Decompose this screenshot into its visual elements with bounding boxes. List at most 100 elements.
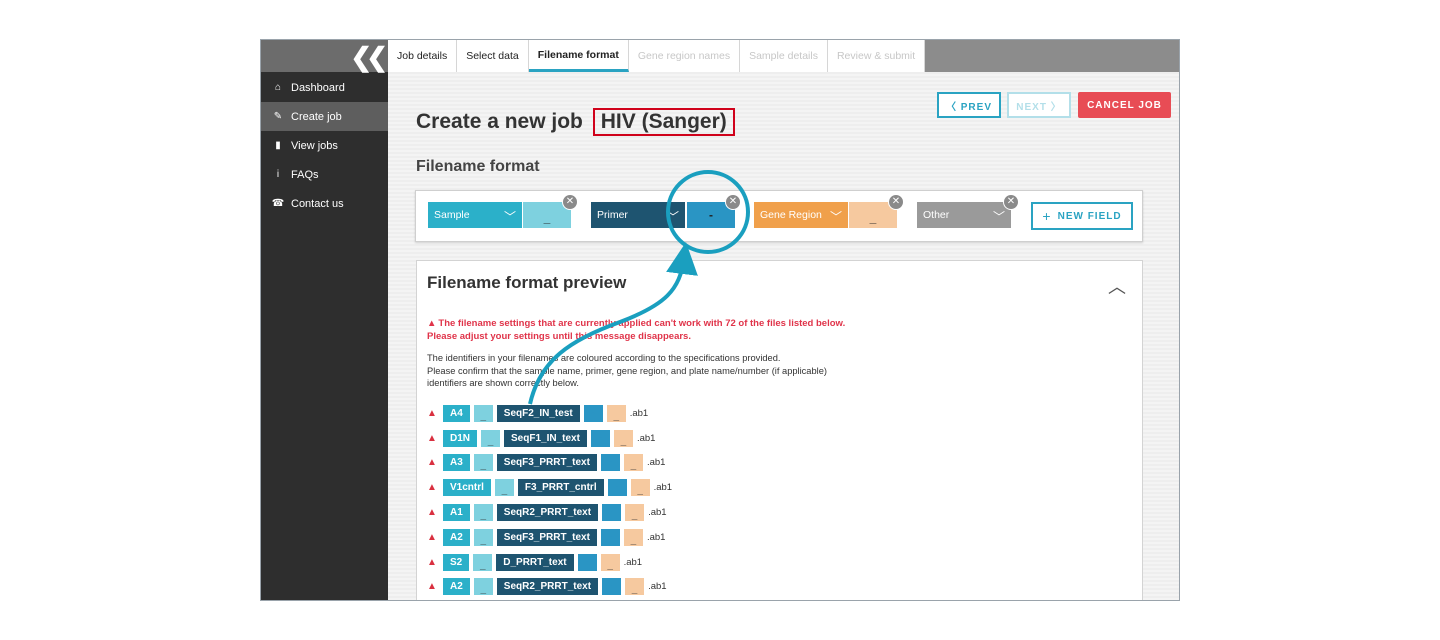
cancel-job-button[interactable]: CANCEL JOB: [1078, 92, 1171, 118]
separator-chip: _: [623, 528, 643, 546]
separator-chip: _: [473, 454, 493, 472]
main-content: 〈 PREV NEXT 〉 CANCEL JOB Create a new jo…: [388, 72, 1179, 600]
chevron-up-icon[interactable]: ︿: [1108, 277, 1126, 297]
file-row: ▲A3_SeqF3_PRRT_text-_.ab1: [427, 451, 672, 476]
remove-field-icon[interactable]: ✕: [1003, 194, 1019, 210]
info-line-1: The identifiers in your filenames are co…: [427, 353, 781, 363]
file-extension: .ab1: [646, 531, 666, 543]
separator-chip: -: [602, 504, 622, 522]
file-row: ▲V1cntrl_F3_PRRT_cntrl-_.ab1: [427, 475, 672, 500]
warning-icon: ▲: [427, 457, 437, 469]
field-label: Gene Region: [760, 209, 822, 221]
sidebar-item-label: FAQs: [291, 168, 319, 181]
tab-review-submit[interactable]: Review & submit: [827, 40, 926, 72]
primer-chip: SeqF2_IN_test: [496, 404, 580, 422]
sidebar-item-contact-us[interactable]: ☎ Contact us: [261, 189, 388, 218]
job-type-highlight: HIV (Sanger): [592, 108, 735, 136]
prev-button[interactable]: 〈 PREV: [937, 92, 1001, 118]
sidebar-item-dashboard[interactable]: ⌂ Dashboard: [261, 73, 388, 102]
app-window: ❮❮ ⌂ Dashboard ✎ Create job ▮ View jobs …: [260, 39, 1180, 601]
separator-chip: _: [613, 429, 633, 447]
sidebar: ❮❮ ⌂ Dashboard ✎ Create job ▮ View jobs …: [261, 40, 388, 600]
tab-filename-format[interactable]: Filename format: [528, 40, 629, 72]
sidebar-nav: ⌂ Dashboard ✎ Create job ▮ View jobs i F…: [261, 73, 388, 218]
next-button[interactable]: NEXT 〉: [1007, 92, 1071, 118]
tab-select-data[interactable]: Select data: [457, 40, 529, 72]
sample-chip: D1N: [443, 429, 478, 447]
field-label: Primer: [597, 209, 628, 221]
warning-icon: ▲: [427, 432, 437, 444]
sample-chip: A4: [443, 404, 470, 422]
remove-field-icon[interactable]: ✕: [725, 194, 741, 210]
bar-chart-icon: ▮: [275, 140, 281, 151]
primer-chip: SeqR2_PRRT_text: [496, 504, 599, 522]
field-gene-region-select[interactable]: Gene Region ﹀: [754, 202, 848, 228]
sample-chip: A3: [443, 454, 470, 472]
primer-chip: SeqR2_PRRT_text: [496, 578, 599, 596]
field-other-select[interactable]: Other ﹀: [917, 202, 1011, 228]
primer-chip: SeqF3_PRRT_text: [496, 454, 597, 472]
warning-icon: ▲: [427, 556, 437, 568]
sample-chip: A2: [443, 578, 470, 596]
file-extension: .ab1: [648, 507, 667, 519]
warning-message: ▲The filename settings that are currentl…: [427, 317, 845, 343]
plus-icon: +: [1042, 208, 1052, 224]
step-tabs: Job details Select data Filename format …: [388, 40, 1179, 72]
sidebar-item-label: View jobs: [291, 139, 338, 152]
separator-chip: _: [625, 504, 645, 522]
tab-gene-region-names[interactable]: Gene region names: [628, 40, 741, 72]
remove-field-icon[interactable]: ✕: [562, 194, 578, 210]
new-field-label: NEW FIELD: [1057, 210, 1122, 222]
sidebar-item-view-jobs[interactable]: ▮ View jobs: [261, 131, 388, 160]
field-label: Sample: [434, 209, 470, 221]
file-row: ▲A2_SeqR2_PRRT_text-_.ab1: [427, 575, 672, 600]
separator-chip: -: [602, 578, 622, 596]
page-title: Create a new job HIV (Sanger): [416, 108, 735, 136]
sidebar-item-create-job[interactable]: ✎ Create job: [261, 102, 388, 131]
file-row: ▲A4_SeqF2_IN_test-_.ab1: [427, 401, 672, 426]
file-row: ▲D1N_SeqF1_IN_text-_.ab1: [427, 426, 672, 451]
field-sample-select[interactable]: Sample ﹀: [428, 202, 522, 228]
sidebar-item-label: Contact us: [291, 197, 344, 210]
separator-chip: -: [600, 528, 620, 546]
separator-chip: _: [473, 578, 493, 596]
chevron-down-icon: ﹀: [503, 210, 516, 224]
tab-job-details[interactable]: Job details: [388, 40, 458, 72]
primer-chip: SeqF3_PRRT_text: [496, 528, 597, 546]
phone-icon: ☎: [271, 198, 285, 209]
file-extension: .ab1: [653, 482, 673, 494]
sample-chip: S2: [443, 553, 470, 571]
sidebar-item-label: Create job: [291, 110, 342, 123]
separator-chip: _: [473, 504, 493, 522]
separator-chip: _: [473, 528, 493, 546]
separator-chip: _: [630, 479, 650, 497]
sample-chip: A1: [443, 504, 470, 522]
sidebar-collapse-button[interactable]: ❮❮: [261, 40, 388, 72]
separator-chip: _: [473, 404, 493, 422]
separator-chip: _: [481, 429, 501, 447]
warning-icon: ▲: [427, 482, 437, 494]
page-title-text: Create a new job: [416, 110, 583, 133]
tab-sample-details[interactable]: Sample details: [740, 40, 828, 72]
remove-field-icon[interactable]: ✕: [888, 194, 904, 210]
field-label: Other: [923, 209, 950, 221]
annotation-arrow: [528, 242, 698, 405]
section-title: Filename format: [416, 158, 540, 175]
sidebar-item-faqs[interactable]: i FAQs: [261, 160, 388, 189]
new-field-button[interactable]: + NEW FIELD: [1031, 202, 1133, 230]
warning-line-2: Please adjust your settings until this m…: [427, 331, 691, 342]
file-row: ▲S2_D_PRRT_text-_.ab1: [427, 550, 672, 575]
file-extension: .ab1: [636, 432, 656, 444]
primer-chip: SeqF1_IN_text: [504, 429, 587, 447]
filename-preview-panel: Filename format preview ︿ ▲The filename …: [416, 260, 1143, 600]
separator-chip: _: [623, 454, 643, 472]
separator-chip: -: [590, 429, 610, 447]
separator-chip: _: [600, 553, 620, 571]
separator-chip: -: [600, 454, 620, 472]
filename-fields-panel: Sample ﹀ _ ✕ Primer ﹀ - ✕ Gene Region ﹀ …: [415, 190, 1143, 242]
separator-chip: -: [577, 553, 597, 571]
info-message: The identifiers in your filenames are co…: [427, 352, 827, 390]
warning-icon: ▲: [427, 507, 437, 519]
chevron-down-icon: ﹀: [829, 210, 842, 224]
